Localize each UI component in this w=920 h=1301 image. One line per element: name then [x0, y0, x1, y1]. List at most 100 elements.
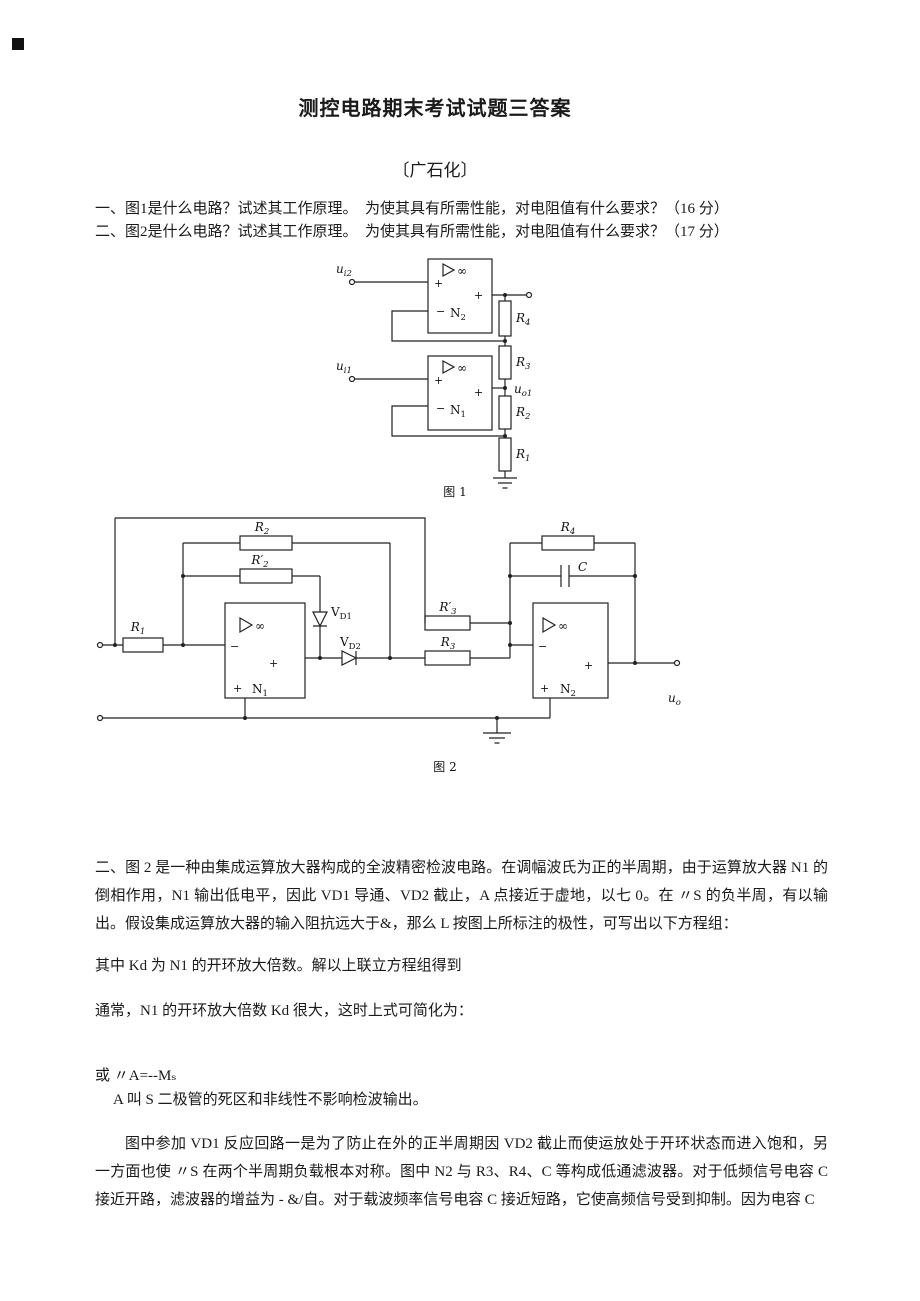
opamp-triangle-icon: [442, 262, 456, 278]
infinity-symbol: ∞: [255, 619, 265, 633]
label-n2: N2: [450, 306, 466, 323]
junction-dot: [633, 661, 637, 665]
answer-paragraph-4: 或 〃A=--Mₛ: [95, 1068, 177, 1084]
infinity-symbol: ∞: [457, 264, 467, 278]
resistor-r1: R1: [498, 437, 530, 478]
output-plus-mark: +: [584, 659, 593, 672]
label-vd1: VD1: [330, 605, 352, 622]
junction-dot: [318, 656, 322, 660]
figure-1: ui2 ∞ + − N2 + ui1: [330, 246, 590, 513]
corner-mark: [12, 38, 24, 50]
answer-paragraph-1: 二、图 2 是一种由集成运算放大器构成的全波精密检波电路。在调幅波氏为正的半周期…: [95, 860, 828, 932]
label-vd2: VD2: [339, 635, 361, 652]
figure2-circuit-diagram: R1 R2 R′2: [96, 517, 681, 774]
figure1-caption: 图 1: [443, 485, 466, 499]
terminal-circle: [673, 659, 681, 667]
figure2-caption: 图 2: [433, 760, 456, 774]
opamp-triangle-icon: [542, 616, 557, 634]
label-uo1: uo1: [514, 382, 532, 399]
n2-feedback-wire: [391, 310, 505, 342]
input-terminal-ui1: ui1: [336, 359, 428, 383]
terminal-circle: [96, 641, 104, 649]
label-r2: R2: [515, 405, 530, 422]
label-ui1: ui1: [336, 359, 352, 376]
diode-vd1: VD1: [312, 576, 352, 658]
resistor-r2-prime: R′2: [183, 553, 320, 584]
output-plus-mark: +: [474, 289, 483, 302]
label-r2-prime: R′2: [250, 553, 268, 570]
plus-input-mark: +: [540, 682, 549, 695]
n1-feedback-wire: [391, 405, 505, 437]
terminal-circle: [96, 714, 104, 722]
capacitor-c: C: [510, 560, 635, 587]
ground-symbol: [493, 477, 517, 489]
terminal-circle: [525, 291, 533, 299]
terminal-circle: [348, 375, 356, 383]
label-r1: R1: [515, 447, 530, 464]
resistor-r3-prime: R′3: [424, 600, 510, 631]
terminal-circle: [348, 278, 356, 286]
label-uo: uo: [668, 691, 681, 708]
output-terminal: [492, 291, 533, 299]
plus-input-mark: +: [434, 277, 443, 290]
infinity-symbol: ∞: [457, 361, 467, 375]
opamp-n1: ∞ − + + N1: [224, 602, 306, 699]
input-top-wire: [115, 517, 426, 623]
ground-symbol: [483, 718, 511, 744]
label-r3: R3: [515, 355, 530, 372]
document-title: 测控电路期末考试试题三答案: [298, 98, 572, 120]
minus-input-mark: −: [538, 640, 547, 653]
label-n1: N1: [450, 403, 466, 420]
label-ui2: ui2: [336, 262, 352, 279]
opamp-triangle-icon: [442, 359, 456, 375]
opamp-triangle-icon: [239, 616, 254, 634]
junction-dot: [243, 716, 247, 720]
minus-input-mark: −: [436, 305, 445, 318]
resistor-r3: R3: [390, 635, 510, 666]
label-n2: N2: [560, 682, 576, 699]
resistor-r2: R2: [183, 520, 390, 551]
diode-vd2: VD2: [339, 635, 390, 666]
junction-dot: [633, 574, 637, 578]
plus-input-mark: +: [233, 682, 242, 695]
label-r3: R3: [440, 635, 455, 652]
label-r4: R4: [560, 520, 575, 537]
resistor-r2: R2: [498, 395, 530, 438]
infinity-symbol: ∞: [558, 619, 568, 633]
input-terminal-ui2: ui2: [336, 262, 428, 286]
figure-2: R1 R2 R′2: [80, 503, 700, 783]
plus-input-mark: +: [434, 374, 443, 387]
label-r1: R1: [130, 620, 145, 637]
resistor-r4: R4: [510, 520, 635, 551]
figure1-circuit-diagram: ui2 ∞ + − N2 + ui1: [336, 258, 533, 499]
answer-paragraph-2: 其中 Kd 为 N1 的开环放大倍数。解以上联立方程组得到: [95, 958, 462, 974]
answer-paragraph-6: 图中参加 VD1 反应回路一是为了防止在外的正半周期因 VD2 截止而使运放处于…: [95, 1136, 828, 1208]
node-uo1: uo1: [492, 382, 532, 399]
label-r4: R4: [515, 311, 530, 328]
junction-dot: [113, 643, 117, 647]
resistor-r1: R1: [122, 620, 225, 653]
common-line: [96, 698, 551, 722]
diode-icon: [341, 650, 358, 666]
opamp-n2: ∞ − + + N2: [532, 602, 609, 699]
question-2: 二、图2是什么电路？试述其工作原理。 为使其具有所需性能，对电阻值有什么要求？（…: [95, 224, 729, 240]
label-r2: R2: [254, 520, 269, 537]
output-plus-mark: +: [269, 657, 278, 670]
output-terminal: uo: [608, 659, 681, 708]
label-n1: N1: [252, 682, 268, 699]
diode-icon: [312, 611, 328, 628]
question-1: 一、图1是什么电路？试述其工作原理。 为使其具有所需性能，对电阻值有什么要求？（…: [95, 201, 729, 217]
junction-dot: [508, 621, 512, 625]
label-r3-prime: R′3: [438, 600, 456, 617]
minus-input-mark: −: [436, 402, 445, 415]
answer-paragraph-5: A 叫 S 二极管的死区和非线性不影响检波输出。: [113, 1092, 428, 1108]
opamp-n1: ∞ + − N1 +: [427, 355, 493, 431]
minus-input-mark: −: [230, 640, 239, 653]
opamp-n2: ∞ + − N2 +: [427, 258, 493, 334]
label-c: C: [578, 560, 587, 574]
answer-paragraph-3: 通常，N1 的开环放大倍数 Kd 很大，这时上式可简化为：: [95, 1003, 473, 1019]
output-plus-mark: +: [474, 386, 483, 399]
input-terminal: [96, 641, 123, 649]
resistor-r4: R4: [498, 295, 530, 346]
